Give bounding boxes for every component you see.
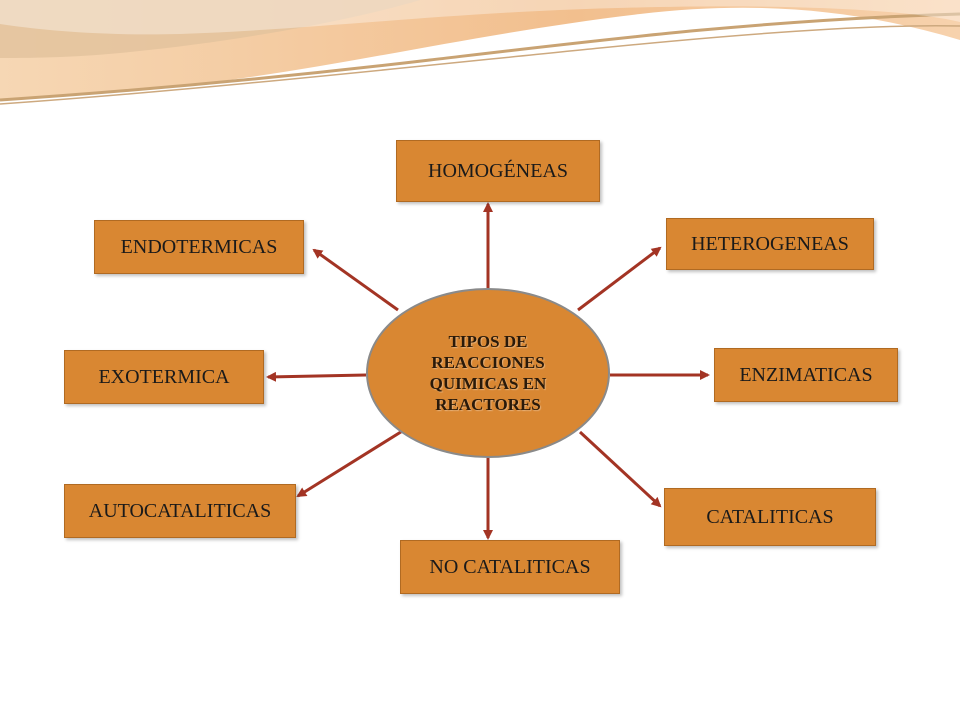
header-wave-line-thin xyxy=(0,24,960,105)
node-homogeneas: HOMOGÉNEAS xyxy=(396,140,600,202)
arrow-heterogeneas xyxy=(577,246,662,312)
node-heterogeneas: HETEROGENEAS xyxy=(666,218,874,270)
node-cataliticas: CATALITICAS xyxy=(664,488,876,546)
node-no-cataliticas: NO CATALITICAS xyxy=(400,540,620,594)
header-wave-highlight xyxy=(0,0,960,35)
node-exotermica: EXOTERMICA xyxy=(64,350,264,404)
node-autocataliticas: AUTOCATALITICAS xyxy=(64,484,296,538)
node-endotermicas: ENDOTERMICAS xyxy=(94,220,304,274)
center-topic-label: TIPOS DE REACCIONES QUIMICAS EN REACTORE… xyxy=(429,331,547,415)
header-wave-line xyxy=(0,12,960,102)
header-wave-decoration xyxy=(0,0,960,105)
arrow-autocataliticas xyxy=(296,428,405,498)
center-topic-ellipse: TIPOS DE REACCIONES QUIMICAS EN REACTORE… xyxy=(366,288,610,458)
arrow-exotermica xyxy=(266,371,367,382)
arrow-cataliticas xyxy=(578,430,662,508)
arrow-endotermicas xyxy=(312,248,399,312)
header-wave-tan xyxy=(0,0,420,58)
node-enzimaticas: ENZIMATICAS xyxy=(714,348,898,402)
